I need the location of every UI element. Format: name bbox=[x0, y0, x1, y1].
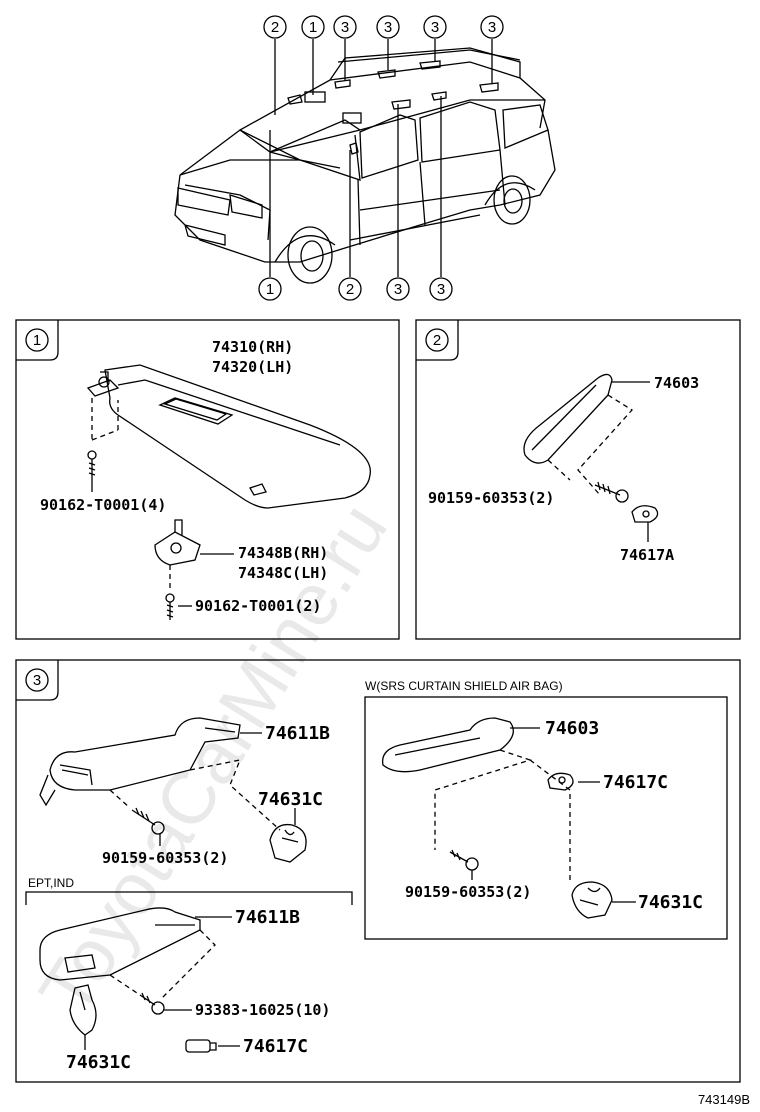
part-number-90162-t0001-2: 90162-T0001(2) bbox=[195, 597, 321, 615]
callout-label: 3 bbox=[431, 19, 439, 36]
part-number-74631c-srs: 74631C bbox=[638, 892, 703, 913]
section-2-panel: 2 74603 90159-60353(2) 74617A bbox=[415, 319, 741, 640]
callout-circle bbox=[480, 15, 504, 39]
section-2-number: 2 bbox=[433, 332, 441, 349]
clip-icon bbox=[571, 881, 613, 919]
screw-icon bbox=[87, 450, 97, 480]
callout-circle bbox=[386, 277, 410, 301]
part-number-90159-60353-srs: 90159-60353(2) bbox=[405, 883, 531, 901]
assist-grip-ept-drawing bbox=[39, 907, 201, 981]
part-number-74617c-ept: 74617C bbox=[243, 1036, 308, 1057]
part-number-74611b: 74611B bbox=[265, 723, 330, 744]
part-number-90159-60353: 90159-60353(2) bbox=[428, 489, 554, 507]
callout-label: 2 bbox=[346, 281, 354, 298]
bolt-icon bbox=[131, 807, 165, 835]
leader-dashed bbox=[577, 394, 634, 496]
callout-label: 3 bbox=[384, 19, 392, 36]
sun-visor-drawing bbox=[86, 364, 371, 509]
part-number-74631c-ept: 74631C bbox=[66, 1052, 131, 1073]
leader-dashed bbox=[91, 398, 119, 441]
callout-circle bbox=[376, 15, 400, 39]
callout-circle bbox=[338, 277, 362, 301]
clip-icon bbox=[69, 984, 97, 1036]
overview-callouts-top: 2 1 3 3 3 3 bbox=[263, 15, 504, 39]
part-number-93383-16025: 93383-16025(10) bbox=[195, 1001, 330, 1019]
part-number-90159-60353: 90159-60353(2) bbox=[102, 849, 228, 867]
callout-label: 1 bbox=[309, 19, 317, 36]
watermark: ToyotaCarMine.ru bbox=[23, 489, 403, 1028]
assist-grip-drawing bbox=[523, 373, 613, 464]
ept-ind-label: EPT,IND bbox=[28, 876, 74, 890]
leader-dashed bbox=[109, 759, 281, 831]
assist-grip-srs-drawing bbox=[381, 717, 514, 773]
part-number-74631c: 74631C bbox=[258, 789, 323, 810]
srs-subpanel bbox=[364, 696, 728, 940]
section-1-callout bbox=[25, 328, 49, 352]
callout-label: 3 bbox=[394, 281, 402, 298]
callout-circle bbox=[423, 15, 447, 39]
screw-icon bbox=[165, 593, 175, 620]
bolt-icon bbox=[594, 481, 629, 503]
section-3-callout bbox=[25, 668, 49, 692]
part-number-90162-t0001-4: 90162-T0001(4) bbox=[40, 496, 166, 514]
leader-dashed bbox=[434, 749, 571, 880]
part-number-74617c-srs: 74617C bbox=[603, 772, 668, 793]
srs-label: W(SRS CURTAIN SHIELD AIR BAG) bbox=[365, 679, 563, 693]
clip-icon bbox=[631, 505, 659, 523]
clip-icon bbox=[269, 823, 307, 863]
bolt-icon bbox=[449, 849, 479, 871]
section-2-callout bbox=[425, 328, 449, 352]
part-number-74348b: 74348B(RH) bbox=[238, 544, 328, 562]
visor-holder-drawing bbox=[154, 519, 201, 566]
section-1-panel: 1 74310(RH) 74320(LH) 90162-T0001(4) bbox=[15, 319, 400, 640]
callout-circle bbox=[301, 15, 325, 39]
callout-circle bbox=[258, 277, 282, 301]
callout-label: 3 bbox=[488, 19, 496, 36]
vehicle-overview bbox=[174, 47, 556, 284]
part-number-74603-srs: 74603 bbox=[545, 718, 599, 739]
overview-leaders bbox=[269, 39, 493, 277]
figure-id: 743149B bbox=[698, 1092, 750, 1107]
overview-callouts-bottom: 1 2 3 3 bbox=[258, 277, 453, 301]
callout-circle bbox=[263, 15, 287, 39]
callout-circle bbox=[333, 15, 357, 39]
part-number-74611b-ept: 74611B bbox=[235, 907, 300, 928]
callout-label: 2 bbox=[271, 19, 279, 36]
assist-grip-74611b-drawing bbox=[39, 717, 241, 807]
leader-dashed bbox=[109, 929, 216, 1001]
part-number-74348c: 74348C(LH) bbox=[238, 564, 328, 582]
callout-circle bbox=[429, 277, 453, 301]
callout-label: 3 bbox=[437, 281, 445, 298]
section-3-number: 3 bbox=[33, 672, 41, 689]
callout-label: 3 bbox=[341, 19, 349, 36]
cap-icon bbox=[185, 1039, 217, 1053]
part-number-74603: 74603 bbox=[654, 374, 699, 392]
section-3-panel: 3 74611B 74631C 90159-60353(2) EPT,IND bbox=[15, 659, 741, 1083]
part-number-74310: 74310(RH) bbox=[212, 338, 293, 356]
bolt-icon bbox=[139, 992, 165, 1015]
section-1-number: 1 bbox=[33, 332, 41, 349]
clip-icon bbox=[547, 772, 574, 791]
part-number-74320: 74320(LH) bbox=[212, 358, 293, 376]
callout-label: 1 bbox=[266, 281, 274, 298]
part-number-74617a: 74617A bbox=[620, 546, 674, 564]
